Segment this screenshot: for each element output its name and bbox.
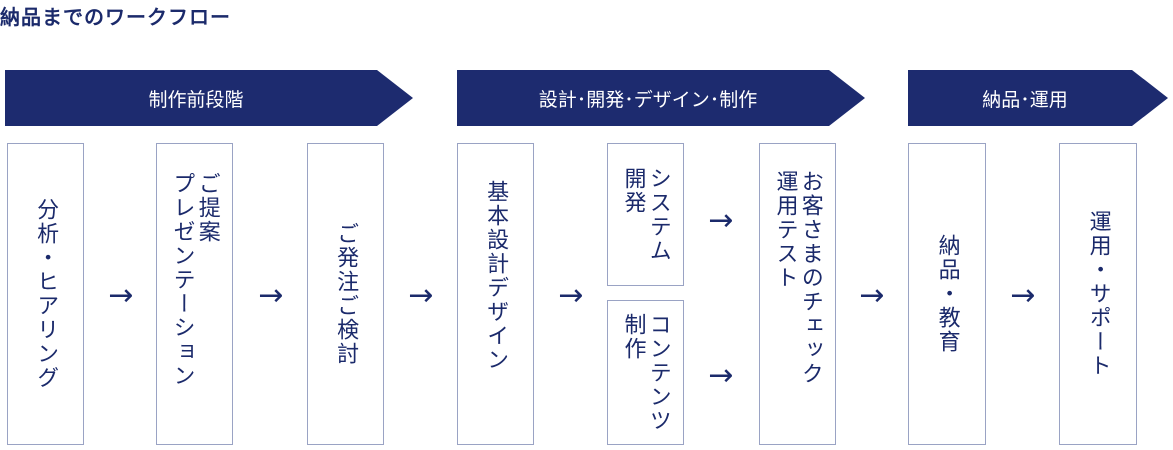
step-label: ご発注ご検討 [333, 222, 359, 366]
step-delivery-training: 納品・教育 [908, 143, 986, 445]
arrow-icon: → [859, 278, 885, 313]
step-label-line: コンテンツ [645, 312, 671, 433]
step-label-line: 制作 [620, 312, 646, 361]
step-label-line: お客さまのチェック [797, 170, 823, 386]
arrow-icon: → [708, 203, 734, 238]
phase-label: 制作前段階 [148, 88, 244, 111]
step-label: 分析・ヒアリング [33, 198, 59, 390]
step-label: 納品・教育 [934, 234, 960, 354]
step-operation-support: 運用・サポート [1059, 143, 1137, 445]
step-label: お客さまのチェック 運用テスト [772, 170, 823, 386]
step-proposal-presentation: ご提案 プレゼンテーション [156, 143, 233, 445]
phase-label: 設計･開発･デザイン･制作 [538, 88, 758, 111]
arrow-icon: → [258, 278, 284, 313]
arrow-icon: → [708, 358, 734, 393]
step-basic-design: 基本設計デザイン [457, 143, 534, 445]
phase-banner-delivery-operation: 納品･運用 [908, 70, 1168, 126]
arrow-icon: → [408, 278, 434, 313]
arrow-icon: → [558, 278, 584, 313]
page-title: 納品までのワークフロー [0, 5, 231, 29]
step-label: システム 開発 [620, 167, 671, 263]
step-system-development: システム 開発 [607, 143, 684, 286]
step-label: 運用・サポート [1085, 210, 1111, 378]
step-label-line: システム [645, 166, 671, 263]
phase-banner-pre-production: 制作前段階 [5, 70, 413, 126]
step-order-consideration: ご発注ご検討 [307, 143, 384, 445]
step-analysis-hearing: 分析・ヒアリング [7, 143, 84, 445]
step-label-line: 開発 [620, 166, 646, 215]
step-label: コンテンツ 制作 [620, 313, 671, 433]
step-customer-check-test: お客さまのチェック 運用テスト [759, 143, 836, 445]
phase-banner-design-development: 設計･開発･デザイン･制作 [457, 70, 865, 126]
step-label-line: 運用テスト [772, 170, 798, 290]
step-content-production: コンテンツ 制作 [607, 300, 684, 445]
arrow-icon: → [108, 278, 134, 313]
arrow-icon: → [1010, 278, 1036, 313]
step-label: ご提案 プレゼンテーション [169, 172, 220, 388]
step-label: 基本設計デザイン [483, 180, 509, 372]
phase-label: 納品･運用 [982, 88, 1068, 111]
step-label-line: プレゼンテーション [169, 172, 195, 388]
step-label-line: ご提案 [194, 172, 220, 244]
